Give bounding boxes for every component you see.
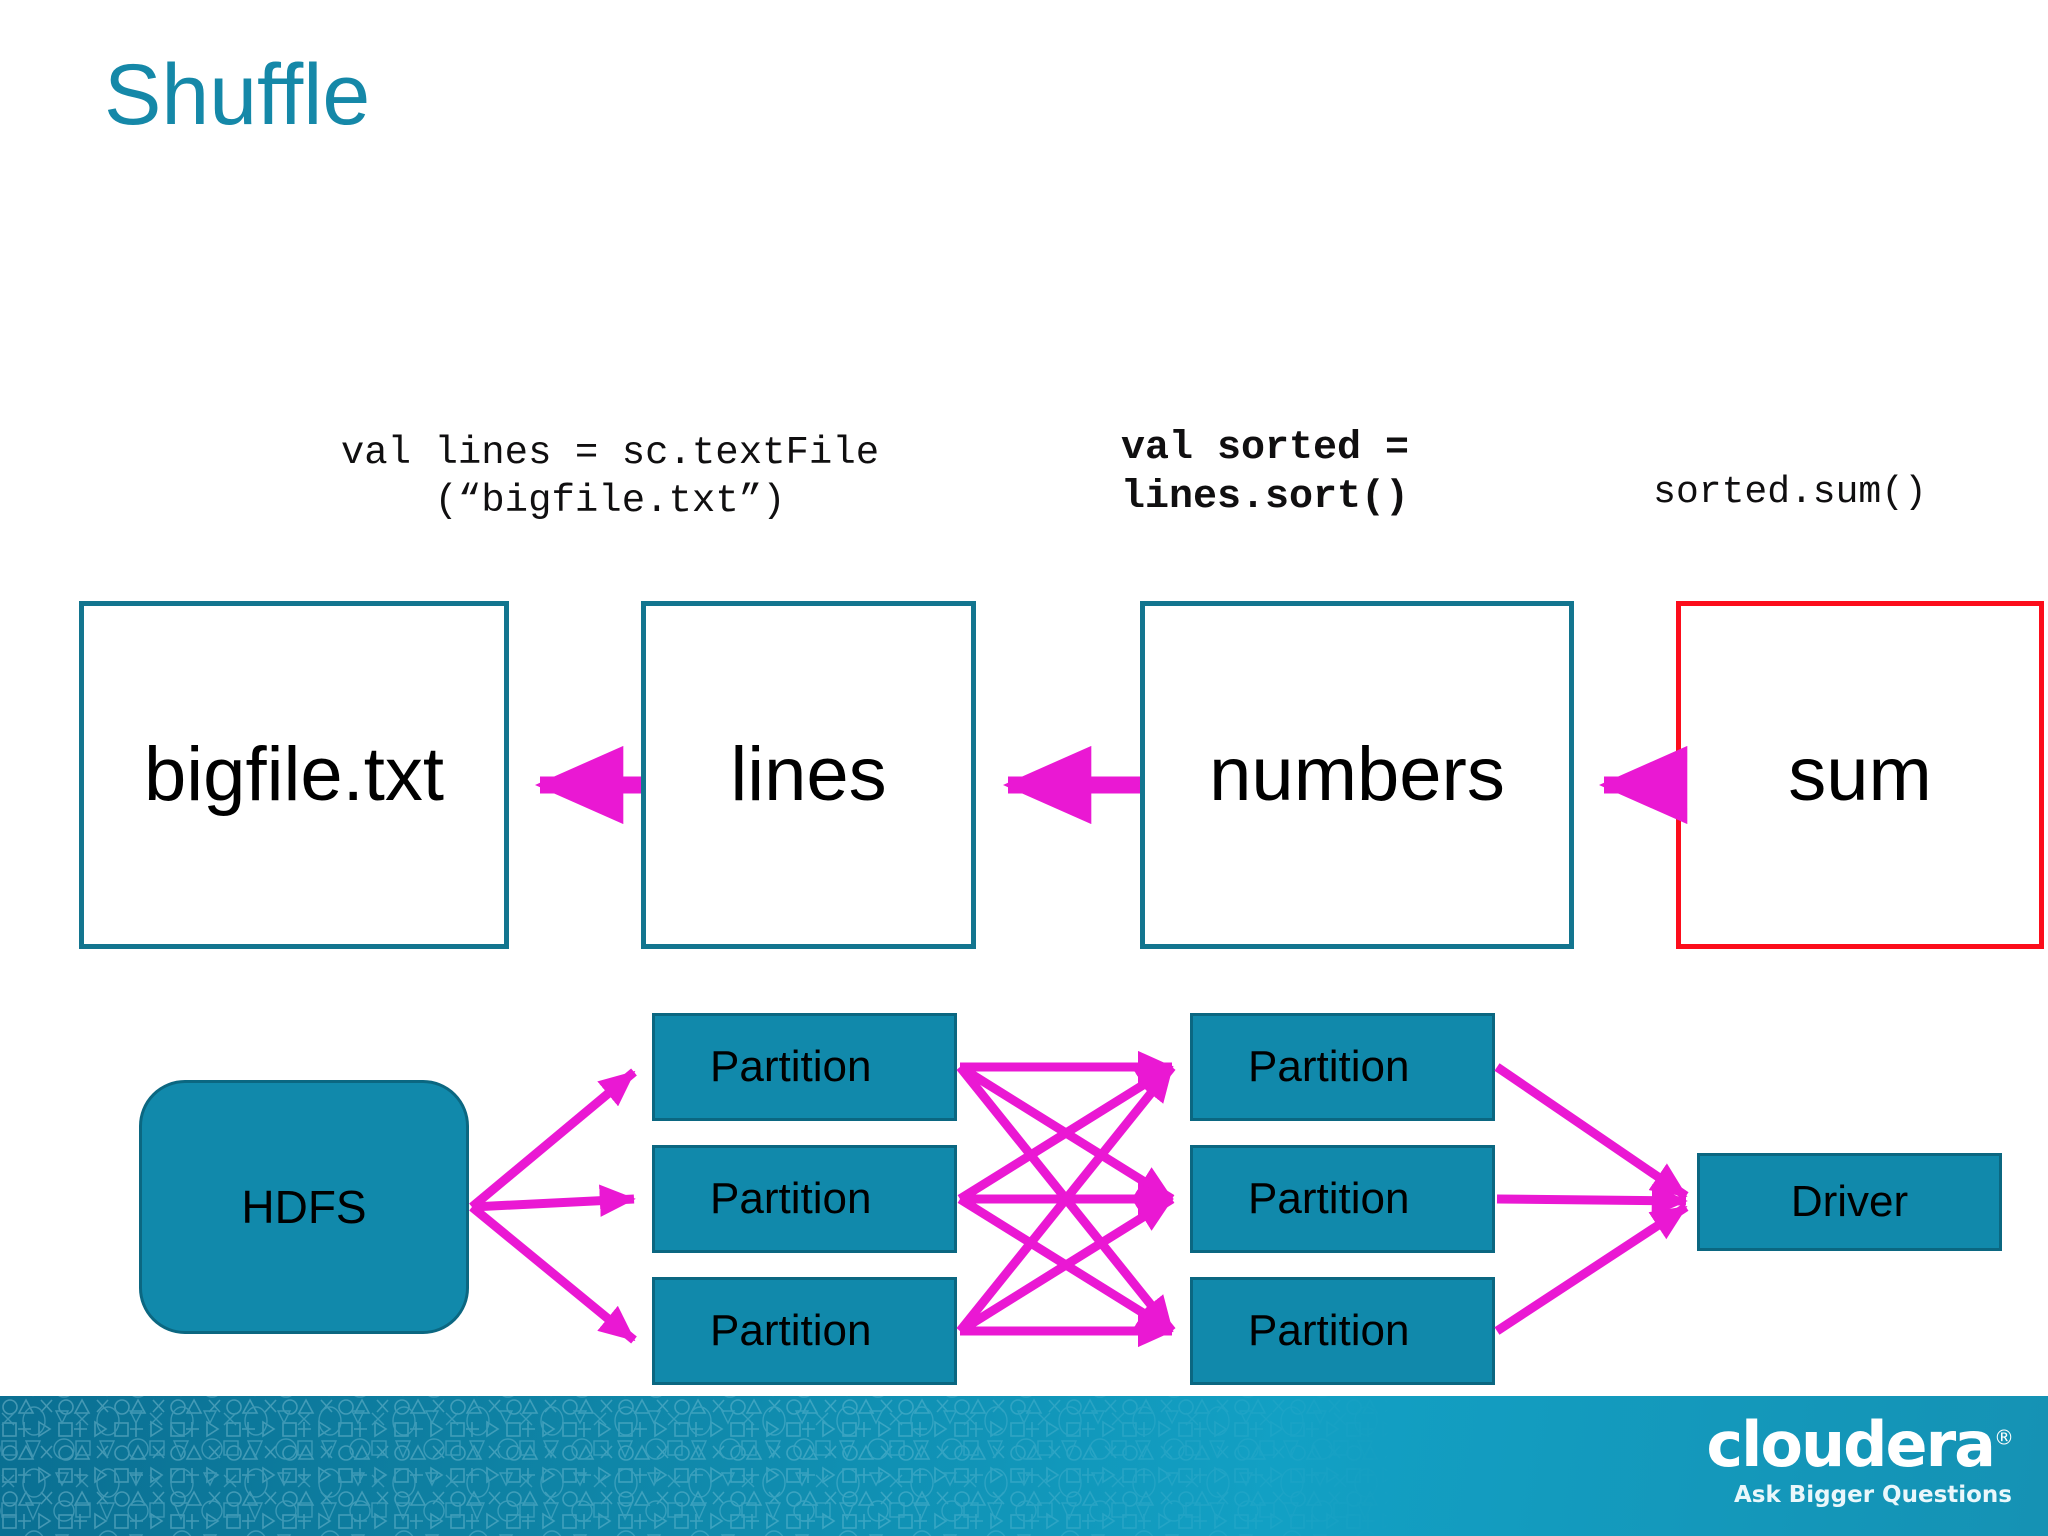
partition-label: Partition bbox=[710, 1042, 872, 1091]
rdd-box-label: bigfile.txt bbox=[144, 732, 444, 817]
arrow-r2-driver bbox=[1496, 1184, 1688, 1217]
hdfs-label: HDFS bbox=[241, 1181, 367, 1233]
arrow-l3-r2 bbox=[957, 1195, 1175, 1335]
arrow-hdfs-to-p1 bbox=[469, 1068, 637, 1211]
partition-right-3[interactable]: Partition bbox=[1190, 1277, 1495, 1385]
shuffle-arrows bbox=[956, 1050, 1176, 1348]
hdfs-fanout-arrows bbox=[469, 1068, 637, 1344]
page-title: Shuffle bbox=[104, 47, 371, 143]
rdd-box-bigfile[interactable]: bigfile.txt bbox=[79, 601, 509, 949]
partition-left-3[interactable]: Partition bbox=[652, 1277, 957, 1385]
partition-label: Partition bbox=[1248, 1306, 1410, 1355]
brand-wordmark: cloudera bbox=[1706, 1408, 1996, 1481]
rdd-box-label: numbers bbox=[1209, 732, 1505, 817]
brand-name: cloudera® bbox=[1706, 1414, 2014, 1476]
partition-left-1[interactable]: Partition bbox=[652, 1013, 957, 1121]
rdd-box-label: lines bbox=[730, 732, 887, 817]
partition-label: Partition bbox=[710, 1306, 872, 1355]
rdd-box-lines[interactable]: lines bbox=[641, 601, 976, 949]
partition-label: Partition bbox=[1248, 1042, 1410, 1091]
brand-tagline: Ask Bigger Questions bbox=[1733, 1482, 2012, 1508]
rdd-box-label: sum bbox=[1788, 732, 1932, 817]
arrow-r1-driver bbox=[1494, 1063, 1689, 1200]
rdd-box-sum[interactable]: sum bbox=[1676, 601, 2044, 949]
partition-label: Partition bbox=[1248, 1174, 1410, 1223]
arrow-l2-r1 bbox=[957, 1063, 1175, 1203]
partition-label: Partition bbox=[710, 1174, 872, 1223]
code-caption-textfile: val lines = sc.textFile (“bigfile.txt”) bbox=[340, 431, 880, 523]
partition-right-2[interactable]: Partition bbox=[1190, 1145, 1495, 1253]
arrow-l3-r1 bbox=[956, 1064, 1176, 1334]
arrow-hdfs-to-p3 bbox=[469, 1203, 637, 1344]
footer-band: cloudera® Ask Bigger Questions bbox=[0, 1396, 2048, 1536]
partition-right-1[interactable]: Partition bbox=[1190, 1013, 1495, 1121]
partition-left-2[interactable]: Partition bbox=[652, 1145, 957, 1253]
arrow-l1-r3 bbox=[956, 1064, 1176, 1334]
code-caption-sum: sorted.sum() bbox=[1653, 471, 1927, 514]
brand-logo: cloudera® Ask Bigger Questions bbox=[1706, 1414, 2014, 1508]
arrow-l2-r3 bbox=[957, 1195, 1175, 1335]
arrow-hdfs-to-p2 bbox=[471, 1184, 636, 1217]
driver-node[interactable]: Driver bbox=[1697, 1153, 2002, 1251]
hdfs-node[interactable]: HDFS bbox=[139, 1080, 469, 1334]
driver-label: Driver bbox=[1790, 1177, 1909, 1226]
driver-collect-arrows bbox=[1494, 1063, 1689, 1335]
registered-mark-icon: ® bbox=[1994, 1425, 2014, 1450]
rdd-box-numbers[interactable]: numbers bbox=[1140, 601, 1574, 949]
arrow-r3-driver bbox=[1494, 1203, 1689, 1335]
arrow-l1-r2 bbox=[957, 1063, 1175, 1203]
footer-pattern-decoration bbox=[0, 1396, 1400, 1536]
code-caption-sort: val sorted = lines.sort() bbox=[1120, 426, 1410, 520]
